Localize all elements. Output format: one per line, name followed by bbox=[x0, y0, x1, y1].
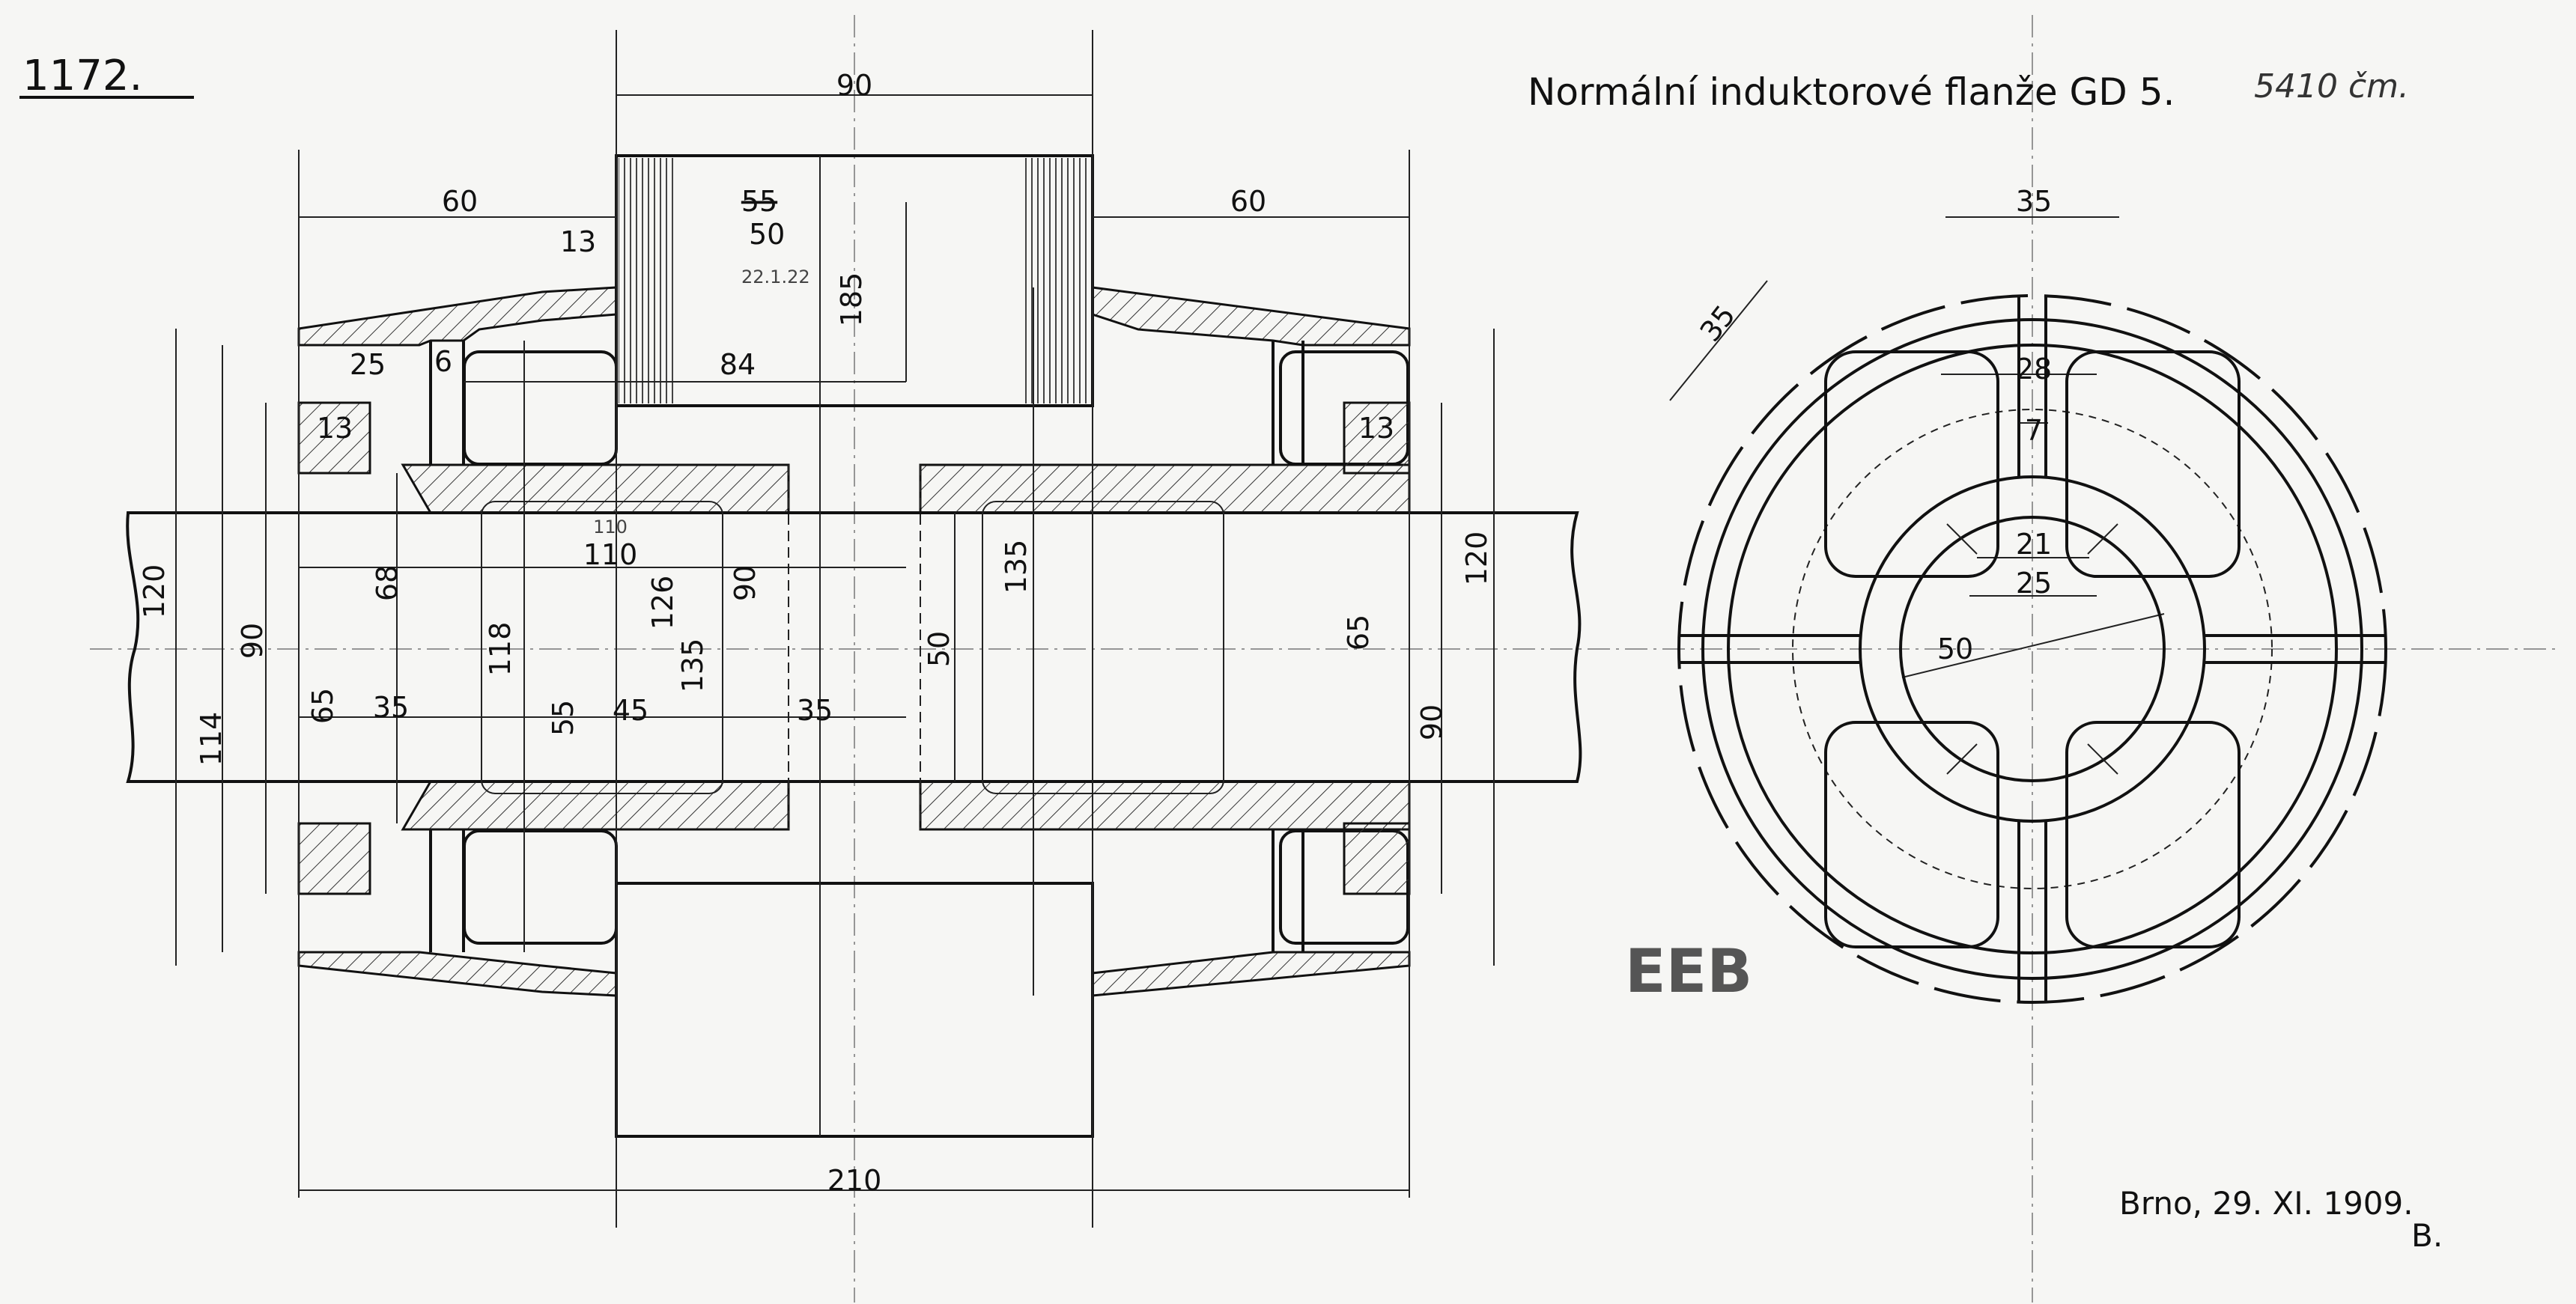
flange-top-right bbox=[1091, 286, 1411, 347]
flange-top-left bbox=[297, 286, 618, 347]
svg-text:118: 118 bbox=[484, 622, 517, 677]
svg-text:65: 65 bbox=[1342, 615, 1375, 651]
front-view bbox=[1677, 294, 2387, 1004]
svg-text:90: 90 bbox=[1415, 704, 1448, 740]
flange-bottom-left bbox=[297, 951, 618, 997]
svg-text:90: 90 bbox=[729, 565, 762, 601]
drawing-number: 1172. bbox=[19, 52, 194, 100]
bolt-square bbox=[297, 401, 371, 475]
svg-text:50: 50 bbox=[1937, 633, 1973, 665]
svg-text:110: 110 bbox=[593, 517, 628, 537]
svg-text:135: 135 bbox=[676, 639, 709, 693]
svg-text:55: 55 bbox=[547, 700, 580, 736]
svg-text:50: 50 bbox=[923, 631, 956, 667]
svg-text:50: 50 bbox=[749, 218, 785, 251]
svg-text:6: 6 bbox=[434, 345, 452, 378]
drawing-title: Normální induktorové flanže GD 5. bbox=[1528, 70, 2175, 114]
hub-bottom-right bbox=[919, 780, 1411, 831]
svg-text:7: 7 bbox=[2025, 414, 2043, 447]
bolt-square bbox=[1343, 401, 1411, 475]
svg-text:210: 210 bbox=[827, 1164, 882, 1197]
svg-text:25: 25 bbox=[2016, 567, 2052, 600]
hub-bottom-left bbox=[401, 780, 790, 831]
svg-text:35: 35 bbox=[2016, 185, 2052, 218]
svg-text:35: 35 bbox=[797, 694, 833, 727]
svg-text:35: 35 bbox=[1694, 299, 1742, 347]
bolt-square bbox=[297, 822, 371, 895]
svg-text:45: 45 bbox=[613, 694, 648, 727]
svg-text:114: 114 bbox=[195, 712, 228, 767]
svg-text:13: 13 bbox=[317, 412, 353, 445]
stamp: EEB bbox=[1625, 936, 1752, 1006]
svg-text:120: 120 bbox=[1460, 531, 1493, 586]
svg-text:135: 135 bbox=[1000, 540, 1033, 594]
svg-text:110: 110 bbox=[583, 538, 638, 571]
hub-top-right bbox=[919, 463, 1411, 514]
svg-text:1172.: 1172. bbox=[22, 52, 142, 100]
svg-text:126: 126 bbox=[646, 576, 679, 630]
svg-text:25: 25 bbox=[350, 348, 386, 381]
flange-bottom-right bbox=[1091, 951, 1411, 997]
svg-text:84: 84 bbox=[720, 348, 756, 381]
svg-text:90: 90 bbox=[836, 69, 872, 102]
shaft bbox=[126, 511, 1582, 783]
hub-top-left bbox=[401, 463, 790, 514]
svg-text:65: 65 bbox=[306, 688, 339, 724]
svg-text:13: 13 bbox=[1358, 412, 1394, 445]
svg-text:60: 60 bbox=[442, 185, 478, 218]
dimension-lines bbox=[175, 30, 2165, 1228]
bolt-square bbox=[1343, 822, 1411, 895]
svg-text:90: 90 bbox=[236, 623, 269, 659]
section-view bbox=[126, 154, 1582, 1138]
initials: B. bbox=[2411, 1217, 2443, 1254]
svg-text:28: 28 bbox=[2016, 353, 2052, 386]
svg-text:60: 60 bbox=[1230, 185, 1266, 218]
svg-text:22.1.22: 22.1.22 bbox=[741, 266, 810, 287]
pencil-note: 5410 čm. bbox=[2254, 67, 2409, 106]
dimension-labels: 90 60 60 55 50 22.1.22 13 185 25 6 84 13… bbox=[138, 69, 2052, 1197]
svg-text:68: 68 bbox=[371, 565, 404, 601]
svg-text:185: 185 bbox=[835, 272, 868, 327]
svg-text:120: 120 bbox=[138, 564, 171, 619]
svg-text:35: 35 bbox=[373, 691, 409, 724]
place-date: Brno, 29. XI. 1909. bbox=[2119, 1185, 2414, 1222]
svg-text:13: 13 bbox=[560, 225, 596, 258]
svg-text:55: 55 bbox=[741, 185, 777, 218]
svg-text:21: 21 bbox=[2016, 528, 2052, 561]
centerlines bbox=[90, 15, 2561, 1303]
